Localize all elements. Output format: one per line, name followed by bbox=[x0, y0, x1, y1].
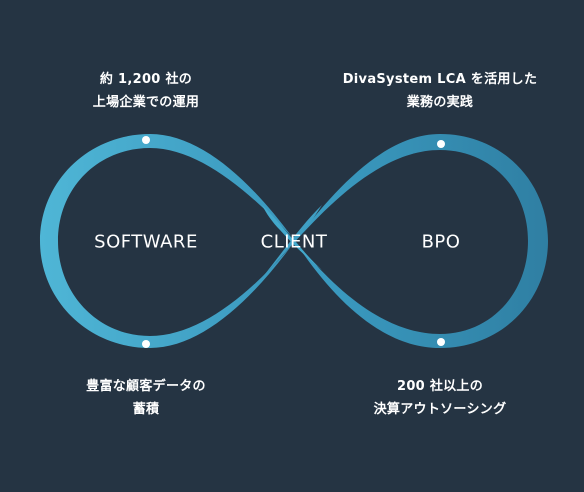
dot-top-left bbox=[142, 136, 150, 144]
dot-top-right bbox=[437, 140, 445, 148]
caption-top-right: DivaSystem LCA を活用した 業務の実践 bbox=[343, 68, 538, 114]
caption-bottom-left: 豊富な顧客データの 蓄積 bbox=[86, 375, 206, 421]
caption-bottom-right-line2: 決算アウトソーシング bbox=[373, 402, 507, 417]
dot-bottom-right bbox=[437, 338, 445, 346]
dot-bottom-left bbox=[142, 340, 150, 348]
label-bpo: BPO bbox=[421, 231, 461, 253]
label-software: SOFTWARE bbox=[94, 231, 198, 253]
caption-top-right-line1: DivaSystem LCA を活用した bbox=[342, 72, 538, 87]
label-client: CLIENT bbox=[260, 231, 328, 253]
caption-bottom-right: 200 社以上の 決算アウトソーシング bbox=[374, 375, 507, 421]
loop-cross-a bbox=[262, 205, 322, 270]
loop-right-lobe bbox=[292, 134, 548, 348]
caption-top-right-line2: 業務の実践 bbox=[406, 95, 474, 110]
caption-bottom-left-line2: 蓄積 bbox=[132, 402, 160, 417]
loop-cross-b bbox=[262, 205, 322, 278]
caption-top-left-line1: 約 1,200 社の bbox=[99, 72, 193, 87]
caption-top-left: 約 1,200 社の 上場企業での運用 bbox=[93, 68, 199, 114]
caption-top-left-line2: 上場企業での運用 bbox=[92, 95, 200, 110]
caption-bottom-left-line1: 豊富な顧客データの bbox=[86, 379, 206, 394]
caption-bottom-right-line1: 200 社以上の bbox=[396, 379, 484, 394]
